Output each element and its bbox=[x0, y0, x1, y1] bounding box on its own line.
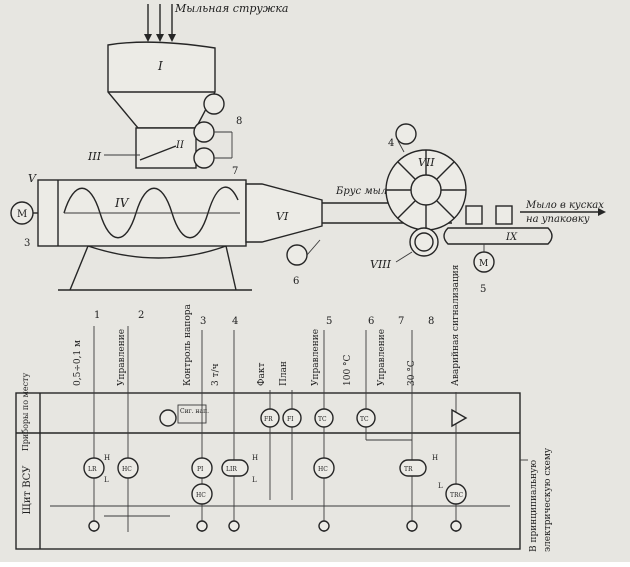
column-label: Аварийная сигнализация bbox=[451, 264, 461, 386]
terminal-points bbox=[88, 520, 462, 532]
row-label-field: Приборы по месту bbox=[21, 373, 30, 452]
signal-lines bbox=[93, 326, 457, 532]
instrument-8-label: 8 bbox=[236, 116, 242, 127]
screw-label: IV bbox=[114, 196, 130, 210]
instrument-7-label: 7 bbox=[232, 166, 238, 177]
limit-mark: L bbox=[252, 476, 257, 484]
bar-label: Брус мыла bbox=[335, 186, 393, 197]
side-note-1: В принципиальную bbox=[529, 460, 539, 552]
motor-5-label: 5 bbox=[480, 284, 486, 295]
lower-roll bbox=[409, 227, 439, 257]
wheel-sensor bbox=[395, 123, 417, 145]
column-number: 7 bbox=[398, 316, 404, 327]
sensor-6-label: 6 bbox=[293, 276, 299, 287]
row-label-board: Щит ВСУ bbox=[22, 465, 33, 515]
column-label: 100 °С bbox=[343, 354, 353, 386]
column-label: Управление bbox=[311, 329, 321, 386]
column-label: План bbox=[279, 361, 289, 386]
board-symbol: PI bbox=[197, 466, 204, 473]
sensor-4-label: 4 bbox=[388, 138, 394, 149]
field-symbol: TC bbox=[318, 416, 327, 423]
column-label: Управление bbox=[117, 329, 127, 386]
field-instruments bbox=[159, 404, 468, 428]
board-symbol: TRC bbox=[450, 492, 464, 499]
conveyor-motor-symbol: M bbox=[479, 259, 488, 269]
roll-label: VIII bbox=[370, 258, 392, 271]
nozzle-sensor bbox=[286, 244, 308, 266]
input-label: Мыльная стружка bbox=[174, 2, 288, 15]
board-instruments bbox=[83, 457, 467, 505]
board-symbol: HC bbox=[196, 492, 206, 499]
limit-mark: H bbox=[432, 454, 438, 462]
field-symbol: FR bbox=[264, 416, 273, 423]
screw-motor-symbol: M bbox=[17, 209, 27, 220]
hopper-label: I bbox=[157, 59, 163, 73]
nozzle-label: VI bbox=[276, 210, 289, 223]
limit-mark: H bbox=[252, 454, 258, 462]
column-number: 8 bbox=[428, 316, 434, 327]
limit-mark: H bbox=[104, 454, 110, 462]
field-symbol: FI bbox=[287, 416, 294, 423]
soap-piece bbox=[465, 205, 483, 225]
board-symbol: HC bbox=[318, 466, 328, 473]
press-stand bbox=[69, 245, 237, 291]
hopper-instruments bbox=[193, 93, 233, 169]
column-number: 6 bbox=[368, 316, 374, 327]
pieces-label: Мыло в кусках bbox=[525, 200, 604, 211]
gate-flap bbox=[139, 145, 177, 161]
side-note-2: электрическую схему bbox=[543, 447, 553, 552]
panel-column-headers: 0,5÷0,1 м 1 Управление 2 Контроль напора… bbox=[73, 264, 461, 386]
cutter-wheel bbox=[385, 149, 467, 231]
soap-piece bbox=[495, 205, 513, 225]
field-symbol: Сиг. нап. bbox=[180, 408, 209, 415]
conveyor bbox=[443, 227, 553, 245]
control-panel bbox=[15, 392, 521, 550]
column-number: 1 bbox=[94, 310, 100, 321]
nozzle bbox=[245, 183, 323, 243]
conveyor-label: IX bbox=[505, 232, 518, 243]
gate-label: II bbox=[175, 140, 185, 151]
limit-mark: L bbox=[104, 476, 109, 484]
input-arrows bbox=[144, 4, 176, 42]
board-symbol: LR bbox=[88, 466, 97, 473]
column-number: 3 bbox=[200, 316, 206, 327]
board-symbol: LIR bbox=[226, 466, 237, 473]
board-symbol: TR bbox=[404, 466, 413, 473]
column-number: 2 bbox=[138, 310, 144, 321]
wheel-label: VII bbox=[418, 156, 435, 169]
pieces-label-2: на упаковку bbox=[526, 214, 590, 225]
column-number: 5 bbox=[326, 316, 332, 327]
column-number: 4 bbox=[232, 316, 238, 327]
board-symbol: HC bbox=[122, 466, 132, 473]
column-label: Факт bbox=[257, 363, 267, 386]
motor-3-label: 3 bbox=[24, 238, 30, 249]
screw-press-body bbox=[37, 179, 247, 247]
field-symbol: TC bbox=[360, 416, 369, 423]
column-label: Контроль напора bbox=[183, 303, 193, 386]
column-label: 0,5÷0,1 м bbox=[73, 340, 83, 386]
column-label: 3 т/ч bbox=[211, 363, 221, 386]
column-label: Управление bbox=[377, 329, 387, 386]
shutter-label: III bbox=[87, 150, 102, 163]
limit-mark: L bbox=[438, 482, 443, 490]
screw-motor bbox=[10, 201, 38, 225]
motor-v-label: V bbox=[28, 172, 37, 185]
